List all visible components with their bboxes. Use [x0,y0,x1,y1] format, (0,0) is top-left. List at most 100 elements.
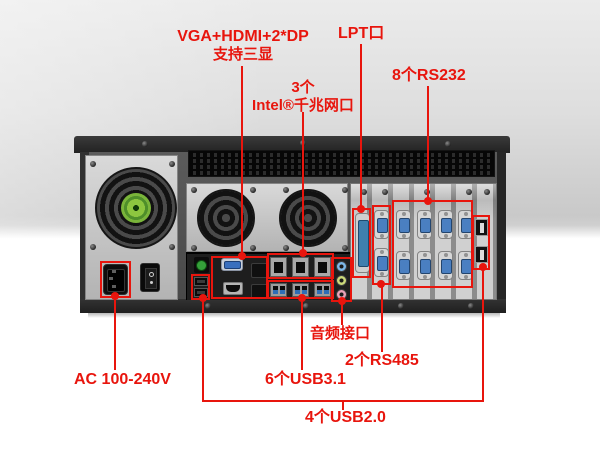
callout-dot-video [238,252,246,260]
callout-label-usb3: 6个USB3.1 [265,371,346,388]
callout-label-audio: 音频接口 [310,325,371,342]
callout-dot-audio [338,297,346,305]
screw [250,187,256,193]
highlight-box-lan [267,253,334,279]
usb2-port-1 [194,277,208,286]
vga-port [221,258,243,271]
highlight-box-video [211,256,268,299]
callout-line-usb2-tick [342,400,344,410]
power-switch [140,263,160,292]
callout-dot-rs485 [377,280,385,288]
screw [303,303,309,309]
screw [283,187,289,193]
lan-port-3 [314,257,331,277]
screw [90,244,96,250]
ac-inlet-pin [112,270,116,273]
callout-line-audio [341,301,343,325]
highlight-box-lpt [352,208,371,278]
chassis-shadow [88,313,500,318]
usb2-port-4 [475,246,488,263]
rs232-port-7 [438,251,453,280]
screw [398,303,404,309]
screw [283,245,289,251]
screw [169,244,175,250]
screw [191,245,197,251]
psu-fan-hub [121,193,151,223]
hdmi-port [223,282,243,295]
screw [382,189,388,195]
case-fan-left [197,189,255,247]
chassis-right-edge [497,152,506,313]
callout-dot-usb3 [298,294,306,302]
callout-dot-lan [299,249,307,257]
screw [169,161,175,167]
screw [361,189,367,195]
vent-grille [188,150,495,177]
screw [445,141,451,147]
rs232-port-2 [417,210,432,239]
callout-line-ac [114,296,116,370]
callout-label-video: VGA+HDMI+2*DP 支持三显 [153,27,333,64]
callout-dot-lpt [357,205,365,213]
callout-line-usb2-left [202,298,204,402]
callout-dot-rs232 [424,197,432,205]
case-fan-right [279,189,337,247]
lpt-port [355,213,370,273]
usb3-port-pair-3 [314,283,331,297]
rs232-port-6 [417,251,432,280]
highlight-box-audio [331,257,352,302]
callout-line-lpt [360,44,362,209]
highlight-box-rs485 [372,205,391,285]
rs232-port-3 [438,210,453,239]
screw [466,189,472,195]
callout-line-video [241,66,243,256]
callout-label-lan-line2: Intel®千兆网口 [252,97,354,114]
callout-label-lan: 3个 Intel®千兆网口 [223,79,383,115]
callout-dot-ac [111,292,119,300]
callout-label-usb2: 4个USB2.0 [305,409,386,426]
ac-inlet-port [103,264,128,295]
callout-line-rs232 [427,86,429,201]
rs232-port-5 [396,251,411,280]
screw [468,303,474,309]
screw [484,189,490,195]
callout-dot-usb2-left [199,294,207,302]
ac-inlet-pin [112,285,116,288]
audio-jack-line-in [336,261,347,272]
callout-label-lan-line1: 3个 [291,79,315,96]
callout-line-rs485 [381,284,383,352]
lan-port-1 [270,257,287,277]
ps2-port [194,257,209,273]
callout-label-rs485: 2个RS485 [345,352,419,369]
screw [90,161,96,167]
usb3-port-pair-2 [292,283,309,297]
highlight-box-rs232 [392,200,473,288]
usb2-port-3 [475,219,488,236]
usb3-port-pair-1 [270,283,287,297]
screw [142,141,148,147]
lan-port-2 [292,257,309,277]
rs232-port-1 [396,210,411,239]
callout-line-usb2-right [482,267,484,402]
screw [342,187,348,193]
screw [250,245,256,251]
chassis-left-edge [80,152,89,313]
callout-label-video-line2: 支持三显 [212,46,273,64]
callout-dot-usb2-right [479,263,487,271]
ac-inlet-pin [109,277,113,280]
chassis-top-bar [74,136,510,153]
callout-label-ac: AC 100-240V [74,371,171,388]
screw [342,245,348,251]
callout-line-lan [302,112,304,253]
screw [191,187,197,193]
callout-label-rs232: 8个RS232 [392,67,466,84]
callout-line-usb3 [301,298,303,370]
rs485-port-2 [374,248,389,277]
chassis-bottom-bar [80,299,506,313]
audio-jack-line-out [336,275,347,286]
highlight-box-usb2-right [472,215,490,270]
screw [205,303,211,309]
callout-label-video-line1: VGA+HDMI+2*DP [177,28,309,45]
callout-label-lpt: LPT口 [338,25,385,42]
